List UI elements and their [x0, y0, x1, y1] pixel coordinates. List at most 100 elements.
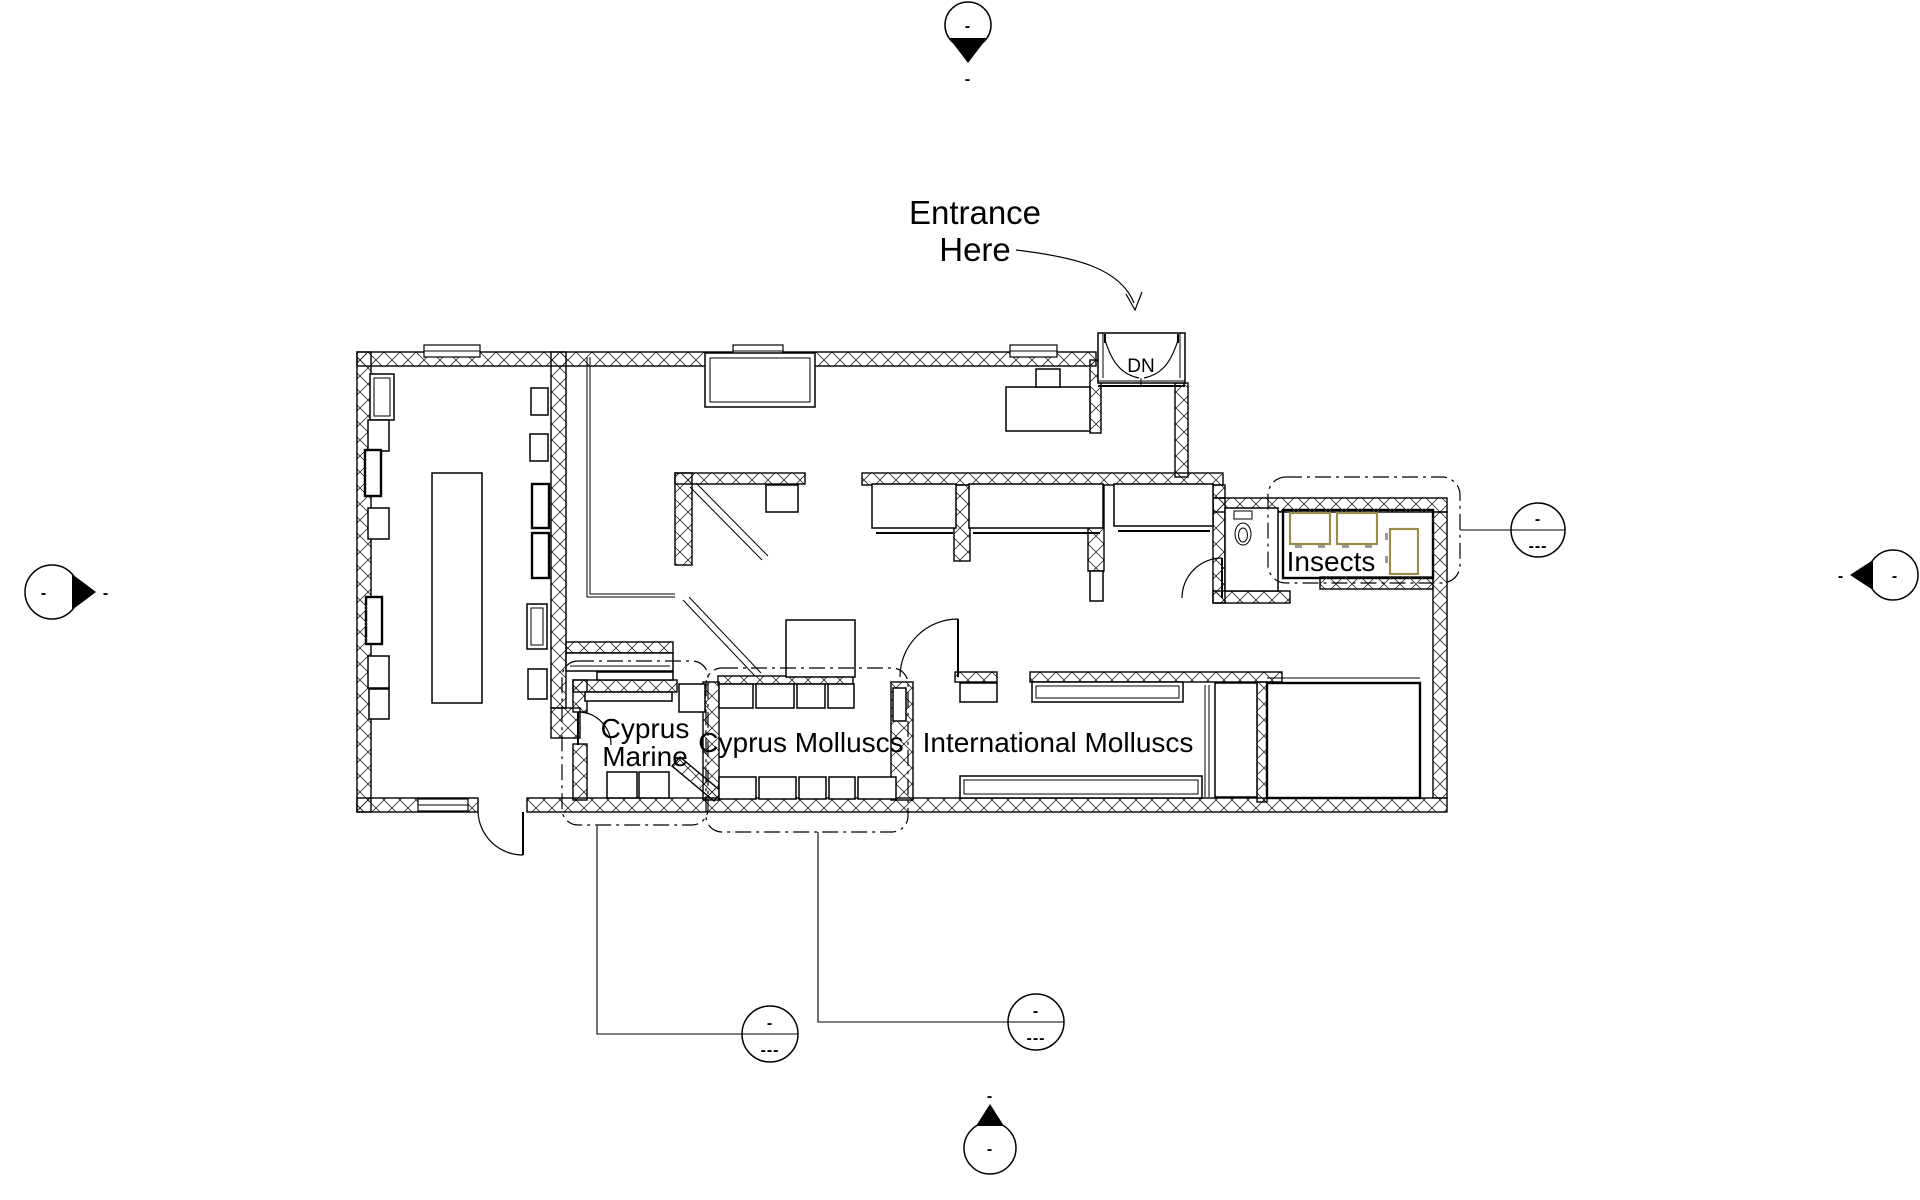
svg-text:---: --- — [761, 1042, 780, 1059]
display-case — [871, 483, 957, 529]
entrance-vestibule: DN — [1097, 332, 1186, 387]
toilet-bowl — [1234, 522, 1252, 546]
ramp-line — [682, 599, 756, 677]
wall-segment — [572, 743, 588, 801]
display-case — [959, 682, 998, 703]
door-swing — [1143, 339, 1179, 379]
display-case — [718, 776, 757, 800]
case-strip — [596, 671, 674, 681]
wall-case — [704, 352, 816, 408]
window — [423, 344, 481, 358]
callout-cyprus-marine — [561, 660, 709, 826]
display-case — [367, 655, 390, 689]
callout-leader — [817, 832, 1064, 1023]
display-case — [606, 771, 638, 799]
display-case — [758, 776, 797, 800]
door-swing — [1104, 339, 1140, 379]
wall-segment — [861, 472, 1224, 486]
room-label-international-molluscs: International Molluscs — [923, 727, 1194, 758]
callout-head: - --- — [1007, 993, 1065, 1051]
wall-segment — [1256, 681, 1268, 803]
wall-segment — [565, 641, 674, 654]
display-case — [530, 531, 551, 580]
svg-text:-: - — [1535, 511, 1541, 528]
wall-segment — [702, 681, 720, 801]
wall-segment — [1212, 484, 1226, 499]
floor-line — [589, 357, 675, 595]
display-case-inner — [963, 779, 1199, 795]
svg-text:-: - — [1892, 568, 1898, 585]
window — [1009, 344, 1058, 358]
display-case — [530, 482, 551, 530]
reference-markers: - --- - --- - --- - - - - — [24, 1, 1919, 1175]
room-labels: Cyprus Marine Cyprus Molluscs Internatio… — [601, 546, 1376, 772]
door-swing — [577, 711, 612, 746]
display-case — [857, 776, 897, 800]
svg-text:-: - — [965, 18, 971, 35]
wall-end — [1089, 570, 1104, 602]
display-case — [368, 688, 390, 720]
callout-cyprus-molluscs — [705, 667, 909, 833]
elevation-marker-bottom: - - — [963, 1088, 1017, 1175]
display-case — [367, 419, 390, 452]
display-case — [765, 484, 799, 513]
ramp-line — [688, 596, 762, 674]
floor-line — [586, 357, 675, 598]
insect-case — [1388, 527, 1420, 576]
svg-text:-: - — [41, 585, 47, 602]
callout-leader — [596, 826, 798, 1035]
room-label-cyprus-marine: Cyprus — [601, 713, 690, 744]
doors: DN — [477, 332, 1223, 856]
display-case-inner — [373, 377, 391, 417]
display-case — [718, 683, 754, 709]
door-swing — [1181, 557, 1223, 599]
display-case — [755, 683, 795, 709]
svg-text:---: --- — [1529, 538, 1548, 555]
display-case — [565, 652, 674, 672]
chair — [1035, 368, 1061, 388]
display-case — [527, 668, 548, 700]
room-label-cyprus-marine: Marine — [602, 741, 688, 772]
display-case-inner — [530, 607, 544, 646]
door-swing — [477, 811, 524, 856]
callout-head: - --- — [741, 1005, 799, 1063]
toilet-tank — [1233, 510, 1253, 520]
display-case — [828, 776, 856, 800]
toilet-bowl-inner — [1238, 527, 1248, 543]
display-case — [364, 595, 384, 646]
svg-text:-: - — [987, 1141, 993, 1158]
wall-segment — [674, 472, 806, 485]
ramp-line — [695, 482, 769, 557]
large-case — [1265, 681, 1422, 800]
display-case — [1214, 682, 1258, 798]
svg-text:-: - — [965, 71, 971, 88]
display-case — [363, 448, 383, 498]
display-case — [827, 683, 855, 709]
entrance-label: Here — [939, 231, 1011, 268]
svg-text:-: - — [1838, 568, 1844, 585]
wall-segment — [526, 797, 1448, 813]
center-table — [431, 472, 483, 704]
wall-segment — [1212, 590, 1291, 604]
wall-case-inner — [709, 357, 811, 403]
display-case — [796, 683, 826, 709]
display-case — [526, 603, 548, 650]
ramp-line — [689, 486, 763, 561]
display-case — [798, 776, 827, 800]
wall-segment — [1174, 382, 1189, 478]
display-case — [892, 687, 907, 722]
callout-head: - --- — [1510, 502, 1566, 558]
case-row — [584, 691, 673, 702]
display-case — [367, 507, 390, 540]
door-swing — [899, 618, 959, 678]
elevation-marker-right: - - — [1838, 549, 1919, 601]
stairs-down-label: DN — [1127, 356, 1154, 377]
svg-text:-: - — [987, 1088, 993, 1105]
wall-segment — [550, 707, 581, 739]
display-case — [959, 775, 1203, 799]
wall-segment — [1432, 511, 1448, 799]
svg-text:-: - — [767, 1015, 773, 1032]
insect-case — [1288, 511, 1332, 546]
display-case — [678, 683, 706, 713]
